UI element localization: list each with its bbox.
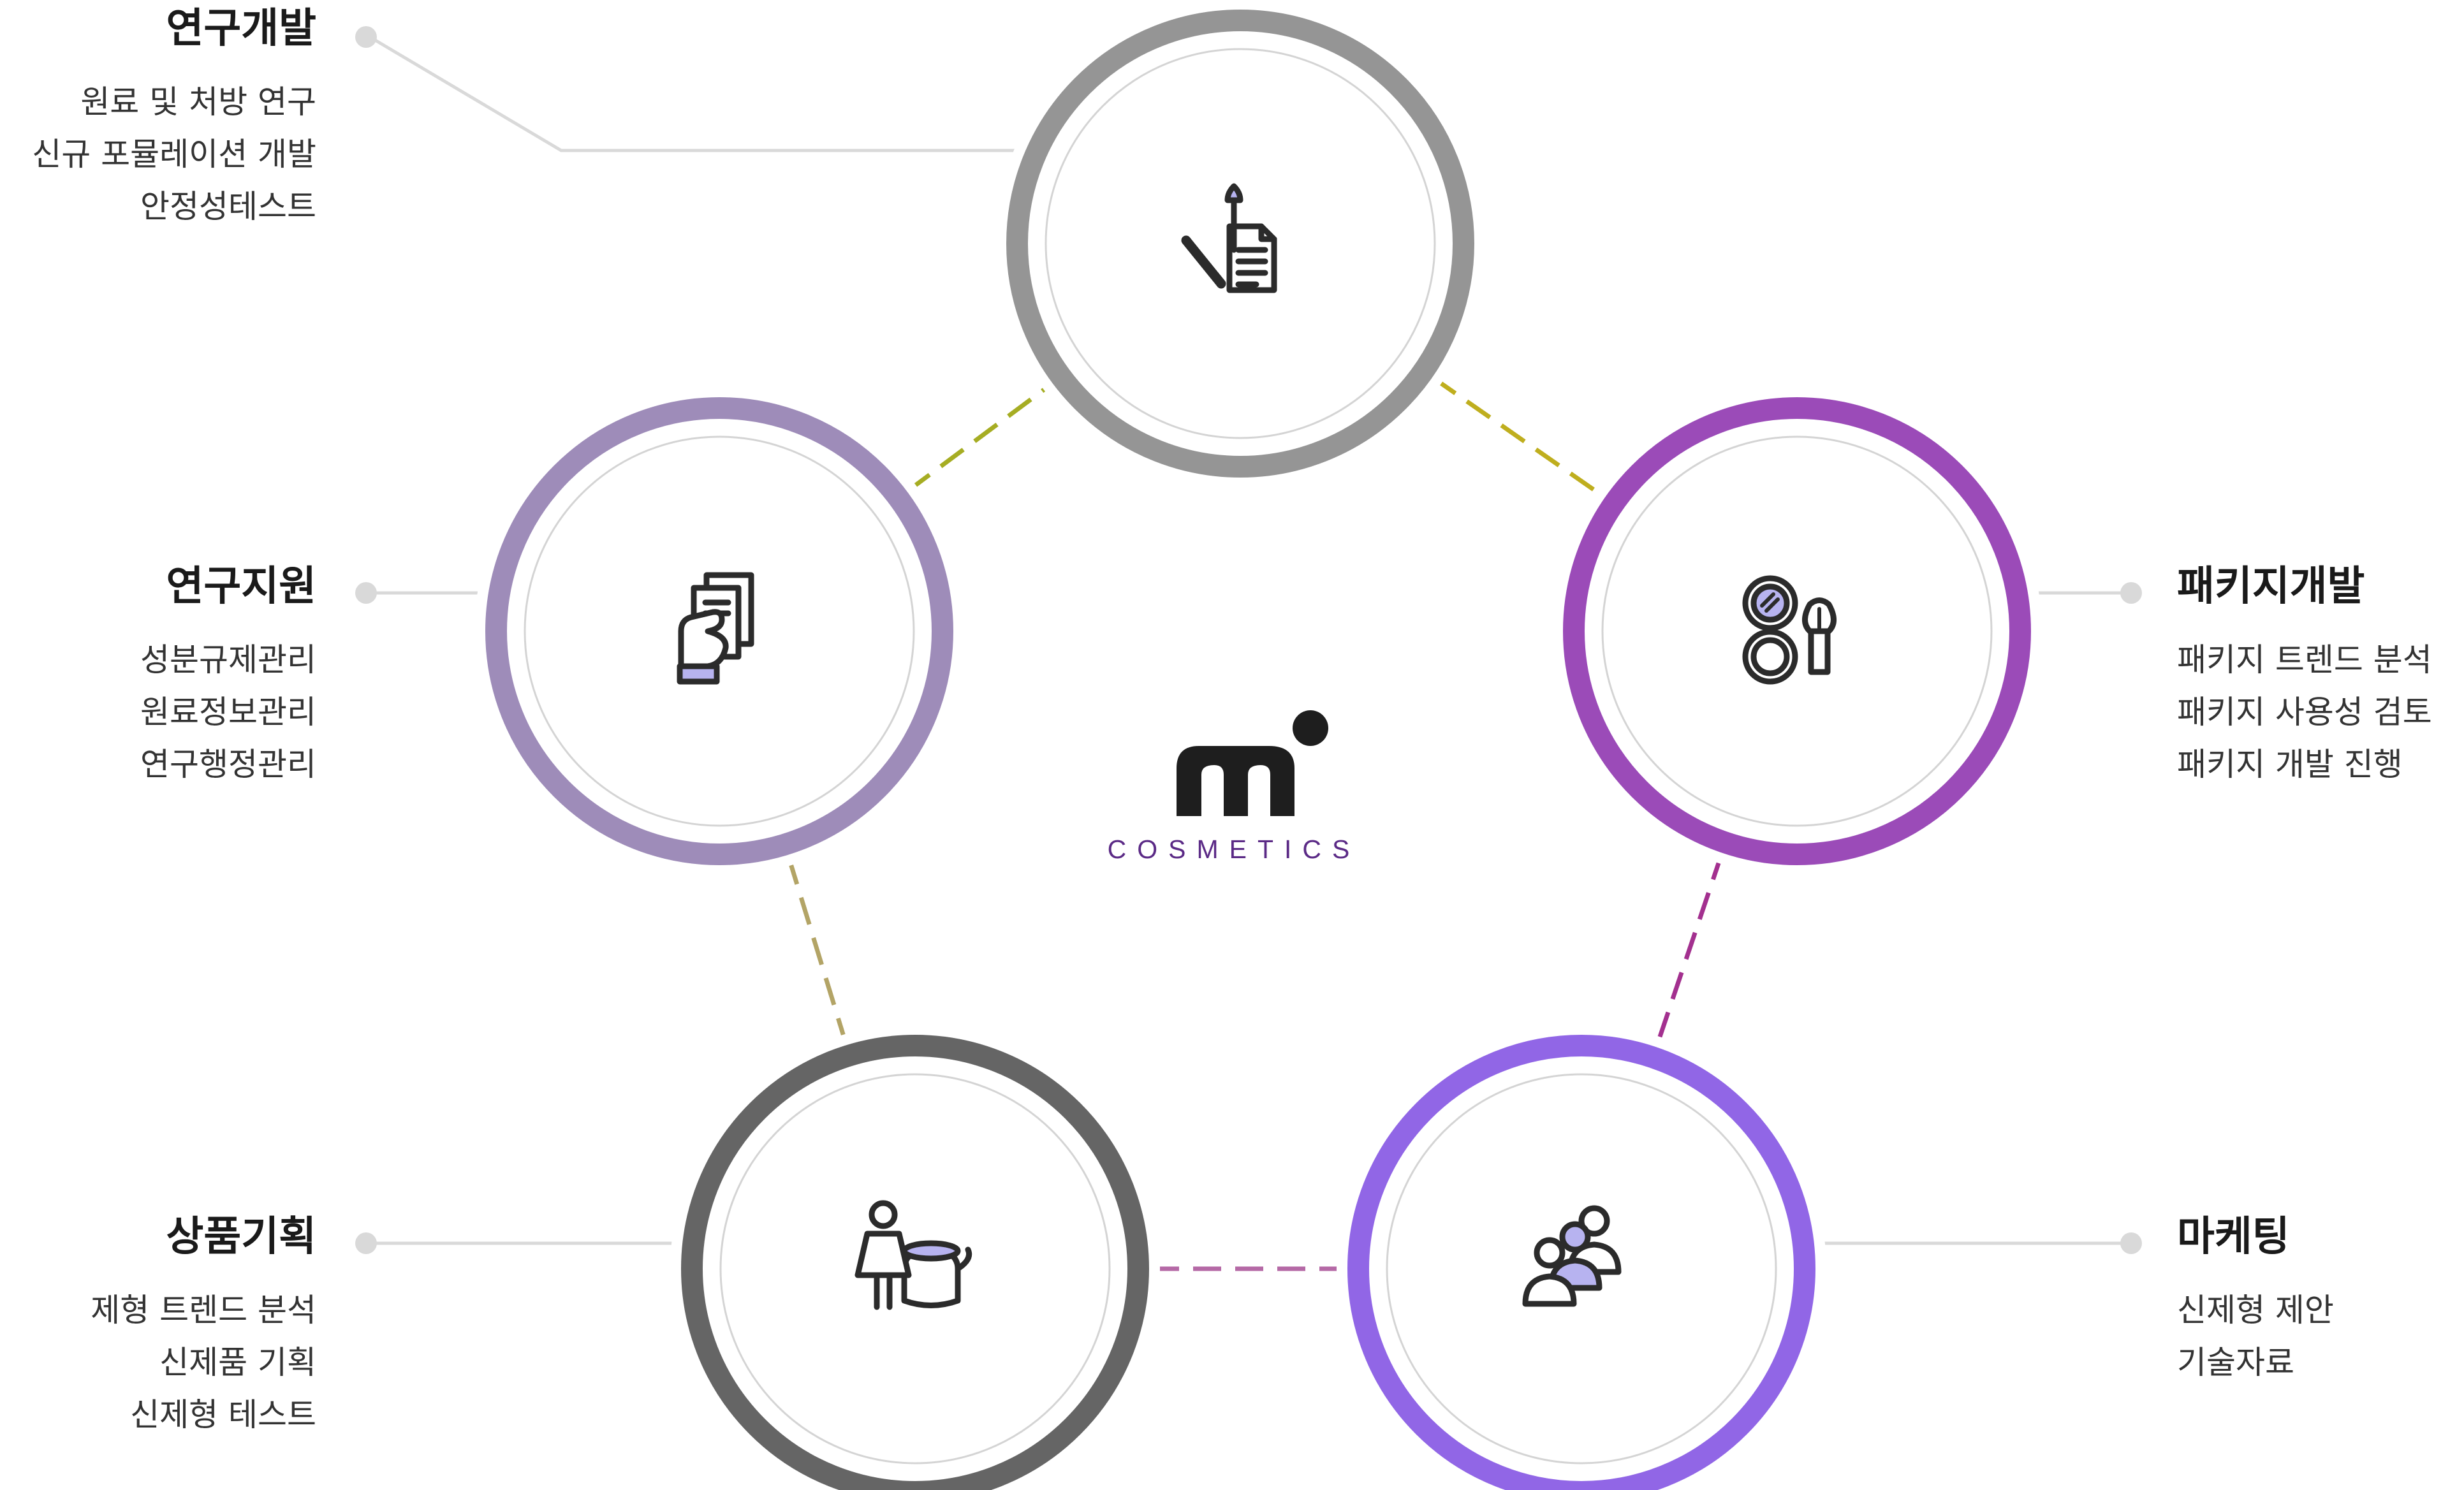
people-group-icon xyxy=(1522,1205,1622,1307)
node-ring-package-dev xyxy=(1552,386,2042,876)
leader-dot-package-dev xyxy=(2120,582,2142,604)
label-item: 성분규제관리 xyxy=(140,641,316,678)
label-package-dev: 패키지개발 패키지 트렌드 분석 패키지 사용성 검토 패키지 개발 진행 xyxy=(2177,561,2464,791)
label-item: 패키지 트렌드 분석 xyxy=(2177,641,2432,678)
label-item: 신제품 기획 xyxy=(159,1344,316,1381)
ring-backdrop xyxy=(1552,386,2042,876)
leader-dot-research-support xyxy=(355,582,377,604)
leader-lines xyxy=(355,26,2142,1254)
label-title: 연구개발 xyxy=(166,5,316,52)
hand-document-icon xyxy=(677,572,754,685)
label-title: 상품기획 xyxy=(166,1213,316,1260)
label-marketing: 마케팅 신제형 제안 기술자료 xyxy=(2177,1211,2464,1389)
brand-logo-dot xyxy=(1293,710,1328,746)
person-cream-jar-icon xyxy=(854,1200,972,1310)
label-item: 신제형 테스트 xyxy=(130,1396,316,1433)
document-pen-icon xyxy=(1181,183,1277,293)
ring-inner xyxy=(719,1073,1111,1464)
leader-dot-product-planning xyxy=(355,1232,377,1254)
label-research-dev: 연구개발 원료 및 처방 연구 신규 포뮬레이션 개발 안정성테스트 xyxy=(0,3,316,233)
label-item: 신제형 제안 xyxy=(2177,1292,2334,1329)
label-item: 신규 포뮬레이션 개발 xyxy=(32,136,316,173)
ring-inner xyxy=(1601,435,1993,827)
brand-logo: COSMETICS xyxy=(1108,710,1361,864)
label-item: 원료 및 처방 연구 xyxy=(80,84,316,121)
ring-outer xyxy=(485,397,953,865)
label-title: 연구지원 xyxy=(166,563,316,610)
connections xyxy=(786,375,1724,1271)
label-item: 제형 트렌드 분석 xyxy=(91,1292,316,1329)
leader-dot-marketing xyxy=(2120,1232,2142,1254)
label-item: 패키지 개발 진행 xyxy=(2177,746,2403,783)
connection-research-support-to-research-dev xyxy=(906,381,1054,493)
ring-outer xyxy=(681,1035,1149,1490)
ring-outer xyxy=(1563,397,2031,865)
ring-outer xyxy=(1347,1035,1815,1490)
ring-inner xyxy=(524,435,915,827)
connection-package-dev-to-marketing xyxy=(1654,852,1724,1048)
label-research-support: 연구지원 성분규제관리 원료정보관리 연구행정관리 xyxy=(0,561,316,791)
connection-product-planning-to-research-support xyxy=(786,854,849,1046)
label-item: 패키지 사용성 검토 xyxy=(2177,694,2432,731)
leader-dot-research-dev xyxy=(355,26,377,48)
ring-inner xyxy=(1386,1073,1777,1464)
connection-research-dev-to-package-dev xyxy=(1431,375,1606,500)
brand-logo-m-mark xyxy=(1177,746,1294,816)
label-item: 원료정보관리 xyxy=(140,694,316,731)
label-product-planning: 상품기획 제형 트렌드 분석 신제품 기획 신제형 테스트 xyxy=(0,1211,316,1441)
label-item: 연구행정관리 xyxy=(140,746,316,783)
label-title: 마케팅 xyxy=(2177,1213,2290,1260)
ring-outer xyxy=(1006,10,1474,478)
compact-brush-icon xyxy=(1742,575,1837,685)
label-title: 패키지개발 xyxy=(2177,563,2365,610)
leader-line-research-dev xyxy=(369,35,1017,152)
ring-inner xyxy=(1045,48,1436,439)
label-item: 기술자료 xyxy=(2177,1344,2294,1381)
label-item: 안정성테스트 xyxy=(140,188,316,225)
brand-wordmark: COSMETICS xyxy=(1108,835,1361,864)
